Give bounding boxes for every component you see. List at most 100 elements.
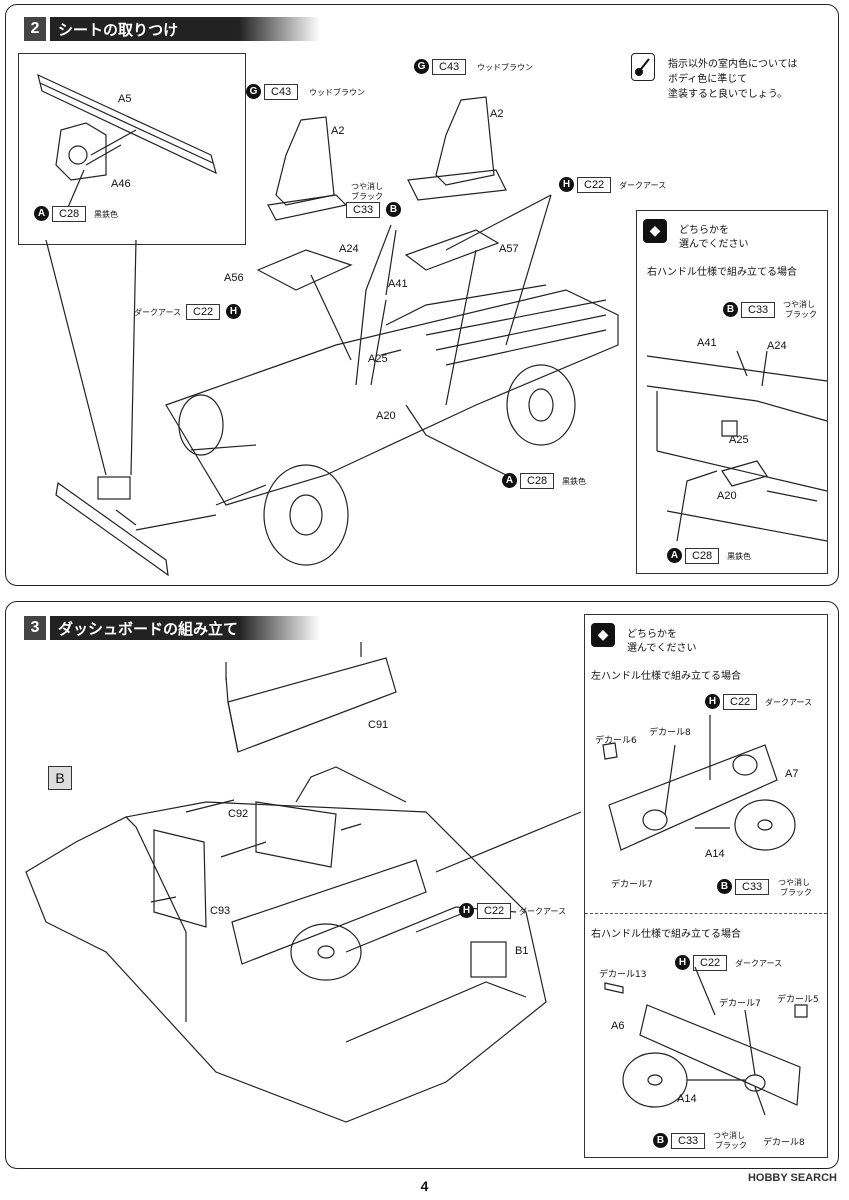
- part-c92: C92: [228, 808, 249, 820]
- choice-dashboard-illustration: [602, 715, 808, 1116]
- paint-name: ダークアース: [619, 181, 667, 190]
- step3-title: ダッシュボードの組み立て: [50, 616, 320, 640]
- part-a56: A56: [224, 272, 244, 284]
- paint-code: C43: [264, 84, 299, 100]
- page-number: 4: [420, 1178, 429, 1194]
- hobby-search-logo: HOBBY SEARCH: [747, 1172, 837, 1184]
- paint-code: C28: [520, 473, 555, 489]
- decal13-label: デカール13: [599, 970, 647, 980]
- paint-code: C43: [432, 59, 467, 75]
- choice-title2: 選んでください: [679, 239, 749, 250]
- part-a41: A41: [388, 278, 408, 290]
- right-hand-subtitle: 右ハンドル仕様で組み立てる場合: [591, 929, 741, 940]
- choice-title1: どちらかを: [627, 629, 677, 640]
- part-a2-left: A2: [331, 125, 345, 137]
- paint-badge-h: H: [459, 903, 474, 918]
- paint-code: C22: [693, 955, 728, 971]
- paint-code: C33: [735, 879, 770, 895]
- paint-code: C22: [477, 903, 512, 919]
- part-a24: A24: [767, 340, 787, 352]
- paint-name: ブラック: [351, 192, 383, 201]
- part-a14: A14: [677, 1093, 697, 1105]
- paint-code: C33: [671, 1133, 706, 1149]
- paint-badge-b: B: [723, 302, 738, 317]
- paint-brush-icon: [631, 53, 655, 81]
- paint-name: 黒鉄色: [727, 552, 751, 561]
- part-a24: A24: [339, 243, 359, 255]
- decal8-label: デカール8: [763, 1138, 805, 1148]
- paint-name: つや消し: [778, 878, 810, 887]
- paint-badge-a: A: [34, 206, 49, 221]
- part-a6: A6: [611, 1020, 625, 1032]
- paint-name: ダークアース: [765, 698, 813, 707]
- step3-choice-panel: ◆ どちらかを 選んでください 左ハンドル仕様で組み立てる場合 H C22 ダー…: [584, 614, 828, 1158]
- choice-icon: ◆: [643, 219, 667, 243]
- paint-badge-h: H: [675, 955, 690, 970]
- paint-code: C22: [577, 177, 612, 193]
- part-a41: A41: [697, 337, 717, 349]
- paint-name: 黒鉄色: [562, 477, 586, 486]
- note-line1: 指示以外の室内色については: [668, 59, 798, 70]
- paint-badge-b: B: [717, 879, 732, 894]
- paint-name: ブラック: [715, 1141, 747, 1150]
- paint-name: ダークアース: [735, 959, 783, 968]
- decal5-label: デカール5: [777, 995, 819, 1005]
- paint-badge-h: H: [226, 304, 241, 319]
- step2-title: シートの取りつけ: [50, 17, 320, 41]
- paint-name: ダークアース: [519, 907, 567, 916]
- paint-name: ウッドブラウン: [309, 88, 365, 97]
- paint-badge-h: H: [705, 694, 720, 709]
- choice-divider: [585, 913, 827, 914]
- part-a7: A7: [785, 768, 799, 780]
- paint-code: C28: [685, 548, 720, 564]
- paint-name: つや消し: [783, 300, 815, 309]
- paint-name: ブラック: [785, 310, 817, 319]
- paint-name: つや消し: [351, 182, 383, 191]
- note-line2: ボディ色に準じて: [668, 74, 748, 85]
- choice-icon: ◆: [591, 623, 615, 647]
- step3-header: 3 ダッシュボードの組み立て: [24, 616, 320, 640]
- decal8-label: デカール8: [649, 728, 691, 738]
- paint-name: つや消し: [713, 1131, 745, 1140]
- step2-choice-panel: ◆ どちらかを 選んでください 右ハンドル仕様で組み立てる場合 B C33 つや…: [636, 210, 828, 574]
- part-c93: C93: [210, 905, 231, 917]
- part-a25: A25: [368, 353, 388, 365]
- paint-name: ダークアース: [134, 308, 182, 317]
- decal6-label: デカール6: [595, 736, 637, 746]
- step3-panel: 3 ダッシュボードの組み立て B C91 C92 C93 B1 H C22 ダー…: [5, 601, 839, 1169]
- part-a25: A25: [729, 434, 749, 446]
- choice-title1: どちらかを: [679, 225, 729, 236]
- paint-badge-b: B: [386, 202, 401, 217]
- decal7-label: デカール7: [719, 999, 761, 1009]
- paint-name: 黒鉄色: [94, 210, 118, 219]
- body-part-label: B: [48, 766, 72, 790]
- paint-code: C22: [186, 304, 221, 320]
- part-c91: C91: [368, 719, 389, 731]
- dashboard-illustration: [25, 642, 582, 1123]
- paint-badge-a: A: [502, 473, 517, 488]
- part-a20: A20: [717, 490, 737, 502]
- decal7-label: デカール7: [611, 880, 653, 890]
- step2-header: 2 シートの取りつけ: [24, 17, 320, 41]
- paint-code: C28: [52, 206, 87, 222]
- step3-number: 3: [24, 616, 46, 640]
- part-a20: A20: [376, 410, 396, 422]
- choice-title2: 選んでください: [627, 643, 697, 654]
- part-a46: A46: [111, 178, 131, 190]
- step2-panel: 2 シートの取りつけ 指示以外の室内色については ボディ色に準じて 塗装すると良…: [5, 4, 839, 586]
- paint-name: ウッドブラウン: [477, 63, 533, 72]
- choice-subtitle: 右ハンドル仕様で組み立てる場合: [647, 267, 797, 278]
- paint-badge-a: A: [667, 548, 682, 563]
- part-b1: B1: [515, 945, 529, 957]
- part-a57: A57: [499, 243, 519, 255]
- paint-code: C33: [346, 202, 381, 218]
- left-hand-subtitle: 左ハンドル仕様で組み立てる場合: [591, 671, 741, 682]
- step2-number: 2: [24, 17, 46, 41]
- paint-badge-h: H: [559, 177, 574, 192]
- note-line3: 塗装すると良いでしょう。: [668, 89, 788, 100]
- paint-badge-b: B: [653, 1133, 668, 1148]
- paint-badge-g: G: [414, 59, 429, 74]
- choice-illustration: [646, 350, 828, 542]
- paint-code: C33: [741, 302, 776, 318]
- paint-code: C22: [723, 694, 758, 710]
